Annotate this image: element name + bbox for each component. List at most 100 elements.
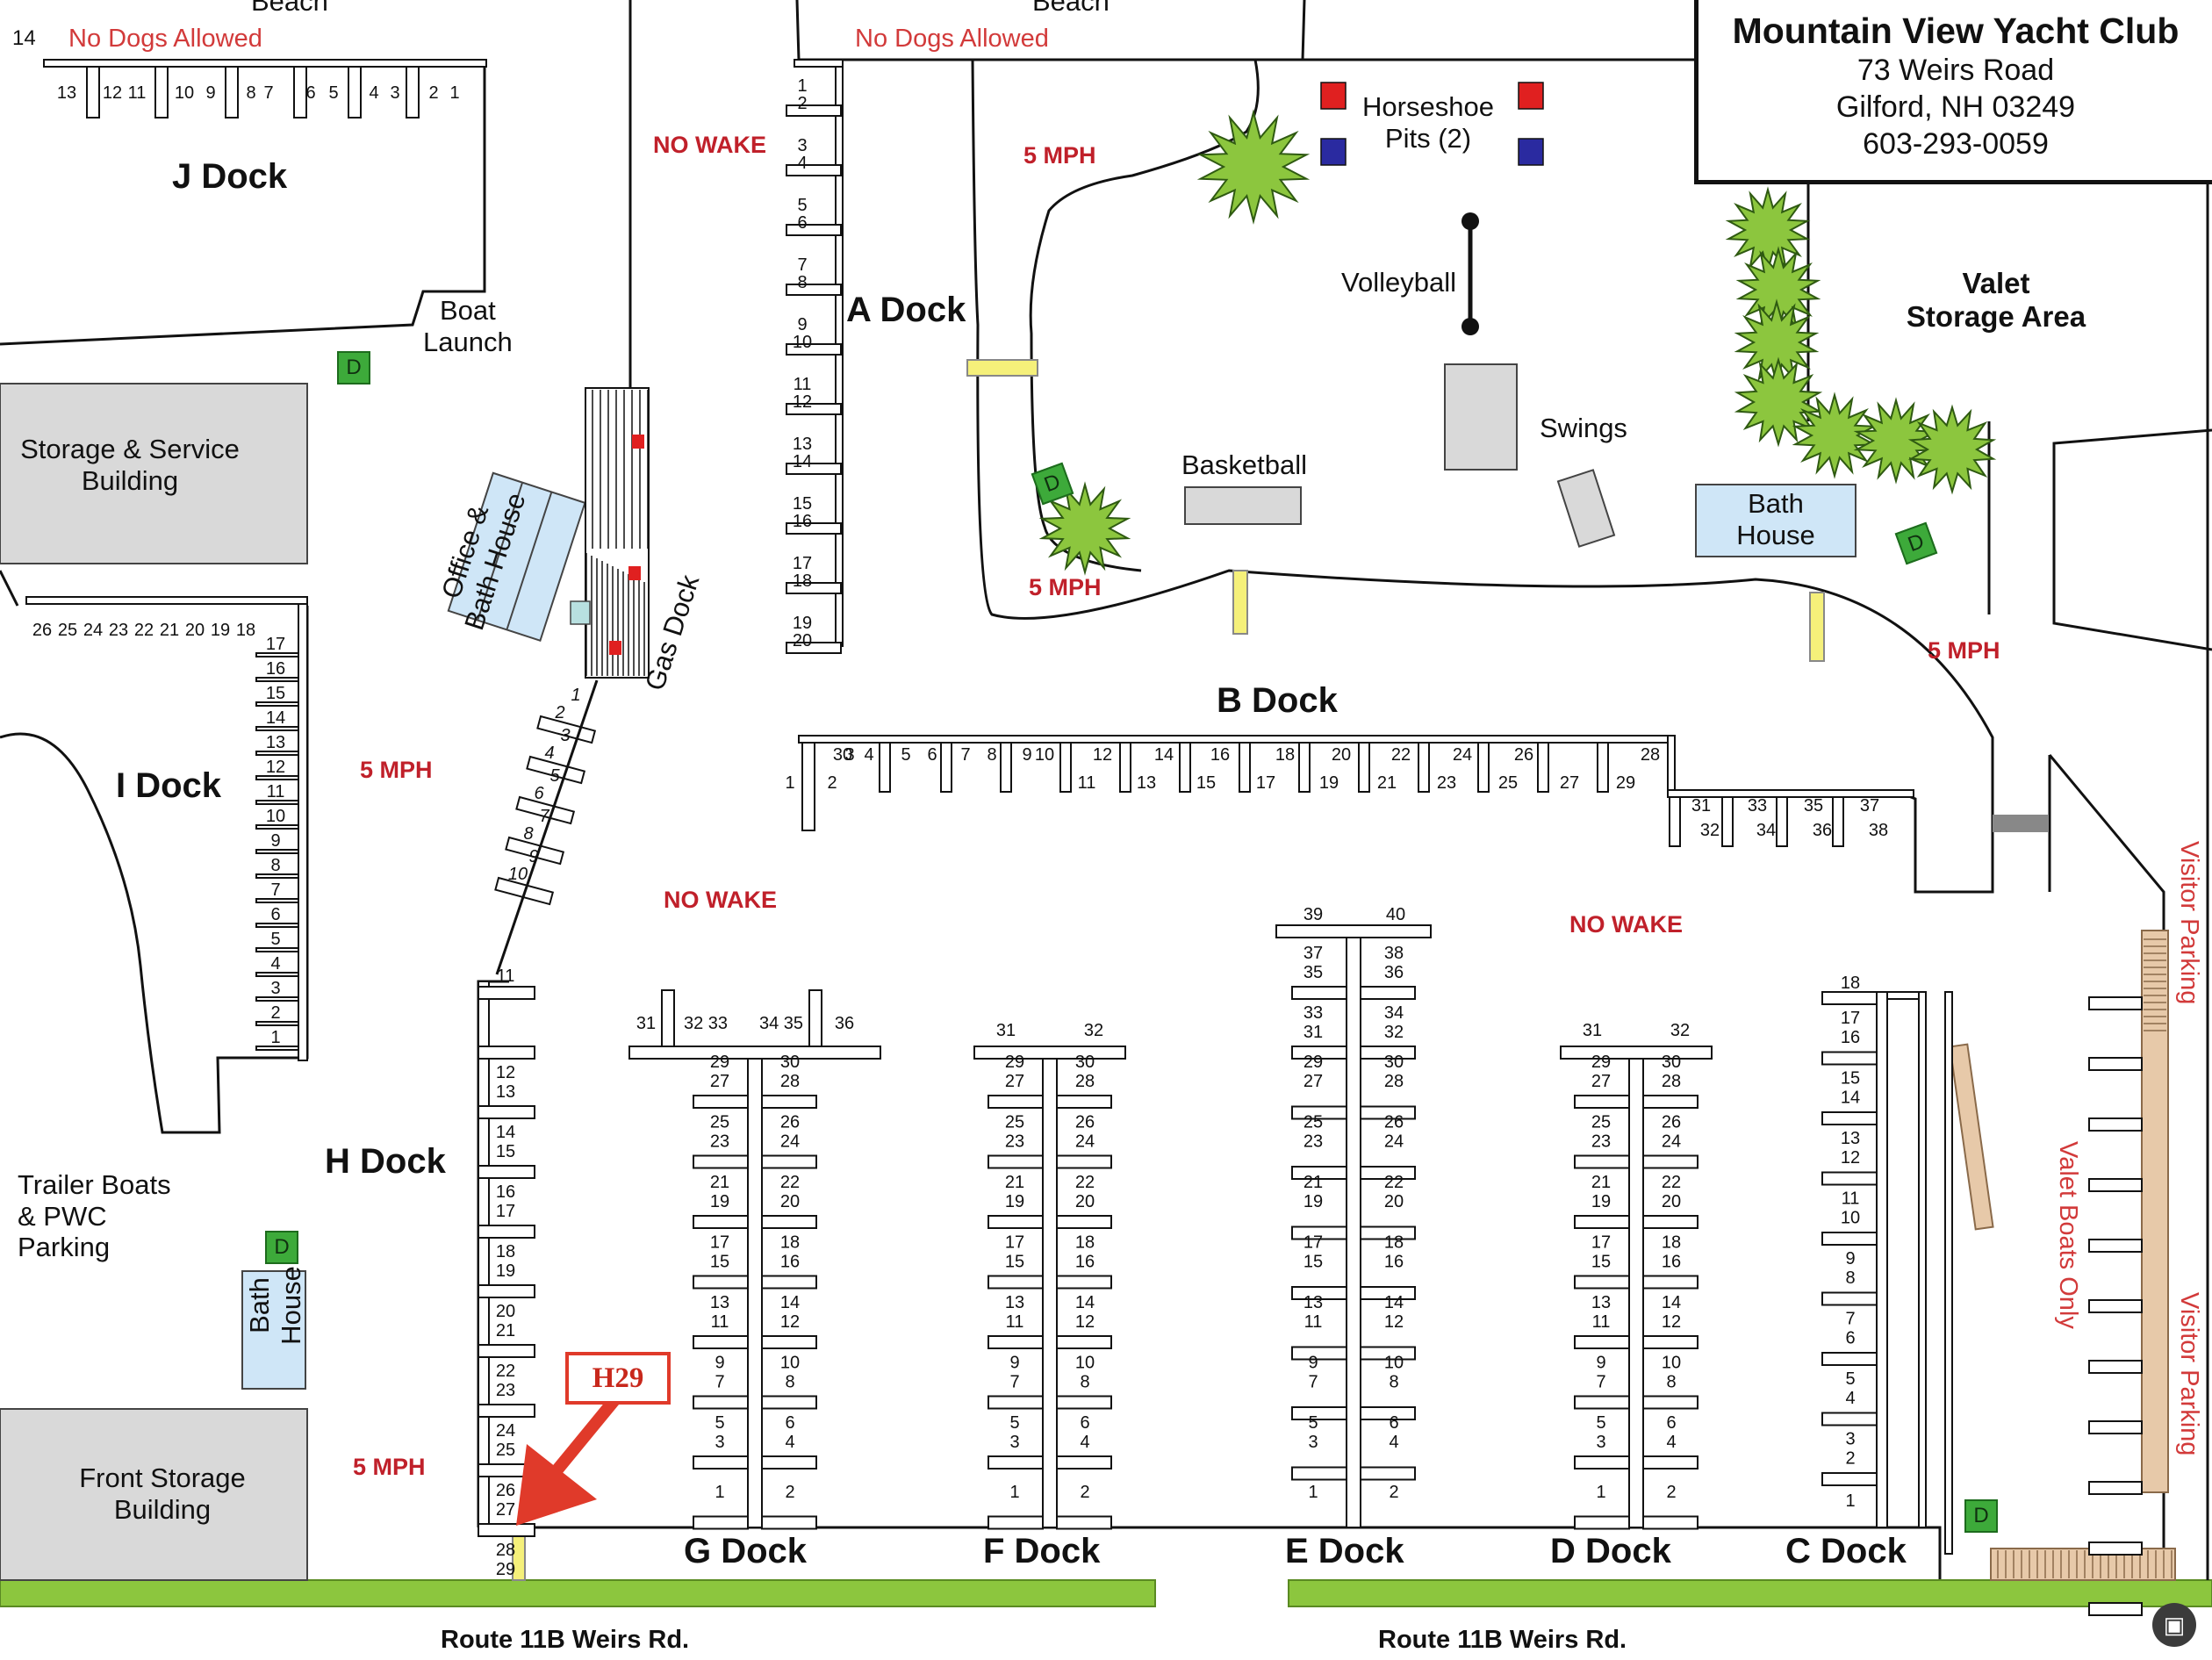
slip-number-b: 28 [1641,745,1660,765]
dock-structures [25,59,1953,1555]
i-dock-finger [255,652,299,658]
i-dock-finger [255,701,299,707]
d-dock-slip-number: 22 [1662,1173,1681,1192]
slip-number-b: 33 [1748,796,1767,816]
slip-number-j: 6 [305,83,315,103]
e-dock-finger [1291,1466,1347,1481]
b-dock-finger [1418,742,1430,793]
h-dock-finger [478,1344,535,1358]
b-dock-finger [879,742,891,793]
slip-number-b: 4 [864,745,873,765]
b-dock-walkway [798,735,1669,744]
g-dock-slip-number: 28 [780,1072,800,1091]
slip-number-j: 11 [128,83,147,103]
slip-number-b: 24 [1453,745,1472,765]
bath-house-center [1695,484,1856,557]
slip-number-b: 36 [1813,821,1832,840]
visitor-parking-bumper [2088,1178,2143,1192]
slip-number-b: 16 [1210,745,1230,765]
dumpster-badge: D [1964,1499,1998,1533]
slip-number-h: 19 [496,1261,515,1281]
swings-area [1444,363,1518,471]
e-dock-finger [1291,1046,1347,1060]
j-dock-finger [348,66,362,119]
slip-number-i: 8 [270,856,280,875]
slip-number-j: 4 [369,83,378,103]
i-dock-finger [255,775,299,780]
slip-number-a: 18 [793,571,812,591]
slip-number-b: 35 [1804,796,1823,816]
e-dock-slip-number: 24 [1384,1132,1404,1152]
c-dock-slip-number: 2 [1845,1449,1855,1469]
visitor-parking-bumper [2088,1057,2143,1071]
a-dock-finger [786,343,842,356]
e-dock-slip-number: 4 [1389,1433,1398,1452]
a-dock-finger [786,284,842,296]
slip-number-i: 16 [266,659,285,679]
d-dock-slip-number: 4 [1666,1433,1676,1452]
slip-number-i: 14 [266,708,285,728]
five-mph-i: 5 MPH [360,757,433,783]
highlight-arrow [516,1396,620,1526]
g-dock-slip-number: 36 [835,1014,854,1033]
f-dock-slip-number: 32 [1084,1021,1103,1040]
f-dock-finger [988,1455,1044,1470]
e-dock-finger [1291,1225,1347,1240]
e-dock-finger [1360,1466,1416,1481]
shorelines [0,0,2212,1585]
a-dock-finger [786,582,842,594]
g-dock-finger [693,1275,749,1290]
c-dock-slip-number: 1 [1845,1491,1855,1511]
expand-map-button[interactable]: ▣ [2152,1603,2196,1647]
c-dock-walkway [1876,991,1888,1528]
road-label-left: Route 11B Weirs Rd. [441,1626,690,1654]
e-dock-slip-number: 7 [1308,1373,1318,1392]
h-dock-finger [478,1105,535,1119]
e-dock-slip-number: 26 [1384,1113,1404,1132]
f-dock-slip-number: 14 [1075,1293,1095,1312]
marina-name: Mountain View Yacht Club [1732,11,2180,51]
e-dock-finger [1360,1406,1416,1420]
dock-label-e: E Dock [1285,1532,1404,1570]
slip-number-i: 17 [266,635,285,654]
slip-number-b: 29 [1616,773,1635,793]
horseshoe-pit-blue-2 [1518,138,1544,166]
slip-number-gas: 6 [534,784,544,803]
valet-boats-only: Valet Boats Only [2054,1141,2082,1329]
c-dock-walkway [1944,991,1953,1555]
gas-dock [570,387,650,679]
e-dock-slip-number: 16 [1384,1253,1404,1272]
e-dock-finger [1360,986,1416,1000]
marina-city: Gilford, NH 03249 [1835,90,2076,124]
c-dock-finger [1821,1412,1878,1426]
f-dock-slip-number: 17 [1005,1233,1024,1253]
f-dock-slip-number: 25 [1005,1113,1024,1132]
f-dock-walkway [1042,1046,1058,1528]
volleyball-net [1462,212,1479,335]
i-dock-finger [255,873,299,879]
f-dock-finger [1056,1395,1112,1410]
e-dock-slip-number: 19 [1304,1192,1323,1211]
b-dock-finger [1669,796,1681,847]
g-dock-finger [761,1395,817,1410]
h-dock-finger [478,986,535,1000]
a-dock-finger [786,224,842,236]
e-dock-slip-number: 28 [1384,1072,1404,1091]
e-dock-slip-number: 34 [1384,1003,1404,1023]
gas-dock-finger [505,836,565,866]
g-dock-slip-number: 22 [780,1173,800,1192]
e-dock-slip-number: 18 [1384,1233,1404,1253]
h-dock-finger [478,1165,535,1179]
slip-number-b: 25 [1498,773,1518,793]
g-dock-finger [761,1515,817,1530]
slip-highlight-callout[interactable]: H29 [565,1352,671,1405]
i-dock-walkway [298,603,308,1061]
f-dock-slip-number: 18 [1075,1233,1095,1253]
slip-number-i: 19 [211,621,230,640]
slip-number-b: 12 [1093,745,1112,765]
d-dock-slip-number: 13 [1591,1293,1611,1312]
f-dock-slip-number: 4 [1080,1433,1089,1452]
dock-label-f: F Dock [983,1532,1101,1570]
